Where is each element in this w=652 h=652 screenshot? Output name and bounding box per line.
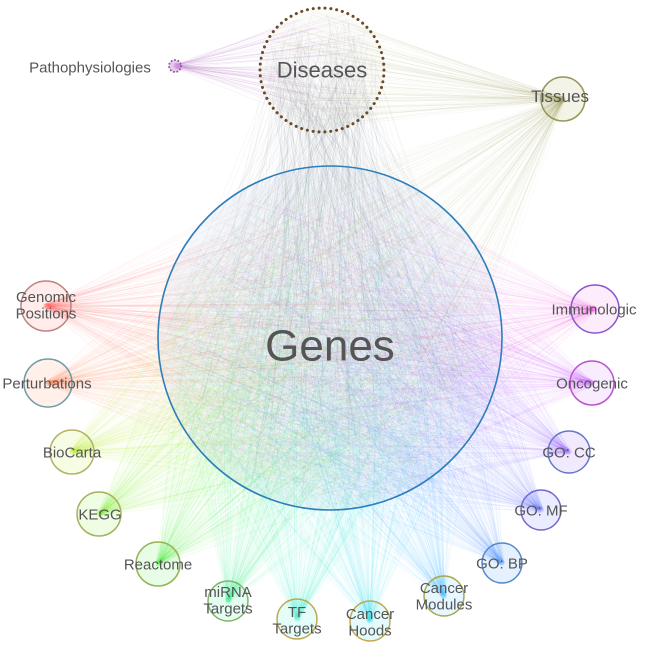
node-circle-perturbations[interactable]: [23, 358, 73, 408]
node-label-go-bp: GO: BP: [476, 555, 528, 572]
node-circle-tf-targets[interactable]: [276, 598, 318, 640]
edge-fan-tf-targets-to-genes: [167, 183, 491, 623]
edge-fan-tissues-to-diseases: [266, 12, 566, 128]
edge-fan-cancer-hoods-to-genes: [167, 184, 497, 625]
edge-fan-go-bp-to-genes: [173, 181, 506, 567]
node-circle-genomic-positions[interactable]: [20, 280, 72, 332]
node-label-go-mf: GO: MF: [514, 502, 567, 519]
edge-fans: [42, 12, 599, 625]
node-circle-oncogenic[interactable]: [569, 360, 615, 406]
node-circle-kegg[interactable]: [76, 491, 122, 537]
edge-fan-perturbations-to-genes: [45, 184, 494, 501]
node-circle-genes[interactable]: [157, 165, 503, 511]
node-circle-go-cc[interactable]: [547, 430, 591, 474]
node-label-biocarta: BioCarta: [43, 444, 102, 461]
edge-fan-immunologic-to-genes: [166, 173, 599, 499]
edge-fan-go-cc-to-genes: [166, 176, 572, 504]
node-circles: [20, 6, 620, 642]
edge-fan-reactome-to-genes: [154, 176, 493, 568]
genes-circle-fill: [158, 166, 502, 510]
edge-fan-pathophysiologies-to-diseases: [172, 14, 371, 128]
edge-fan-biocarta-to-genes: [69, 181, 494, 503]
node-circle-biocarta[interactable]: [49, 429, 95, 475]
node-circle-reactome[interactable]: [135, 541, 181, 587]
edge-fan-tissues-to-genes: [173, 96, 566, 496]
node-label-tissues: Tissues: [531, 87, 589, 106]
edge-fan-oncogenic-to-genes: [165, 191, 595, 496]
node-label-immunologic: Immunologic: [551, 301, 637, 318]
edge-fan-go-mf-to-genes: [167, 184, 545, 514]
node-circle-cancer-hoods[interactable]: [349, 600, 391, 642]
node-label-oncogenic: Oncogenic: [556, 375, 628, 392]
node-circle-go-bp[interactable]: [481, 542, 523, 584]
edge-fan-cancer-modules-to-genes: [167, 180, 490, 600]
node-circle-tissues[interactable]: [540, 76, 586, 122]
node-label-go-cc: GO: CC: [542, 444, 596, 461]
node-label-perturbations: Perturbations: [2, 375, 91, 392]
node-circle-immunologic[interactable]: [570, 284, 620, 334]
node-circle-pathophysiologies[interactable]: [168, 59, 182, 73]
node-circle-cancer-modules[interactable]: [423, 575, 465, 617]
edge-fan-kegg-to-genes: [95, 174, 493, 518]
node-circle-go-mf[interactable]: [520, 489, 562, 531]
node-circle-diseases[interactable]: [258, 6, 386, 134]
node-label-diseases: Diseases: [277, 58, 367, 83]
node-label-kegg: KEGG: [78, 506, 121, 523]
node-label-pathophysiologies: Pathophysiologies: [29, 59, 151, 76]
edge-fan-genomic-positions-to-genes: [42, 182, 486, 489]
edge-fan-mirna-targets-to-genes: [166, 180, 471, 605]
node-label-genes: Genes: [265, 321, 395, 370]
node-circle-mirna-targets[interactable]: [207, 580, 249, 622]
node-label-reactome: Reactome: [124, 556, 192, 573]
